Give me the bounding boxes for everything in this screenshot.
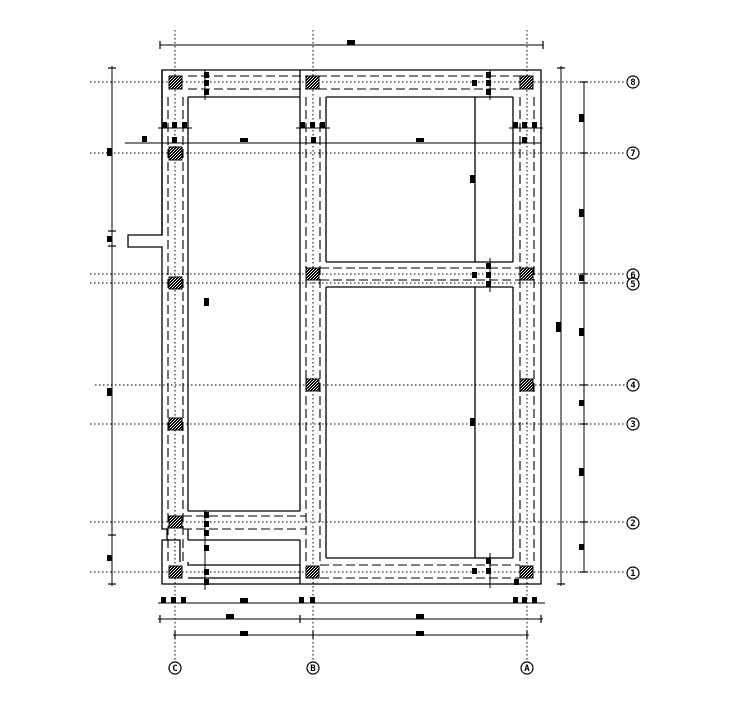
interior-dimension-labels xyxy=(204,72,519,585)
strip-footing-c xyxy=(167,97,189,562)
dimension-right-chain xyxy=(579,81,588,573)
strip-footing-row-2 xyxy=(167,510,306,562)
svg-text:5: 5 xyxy=(630,280,635,290)
svg-text:A: A xyxy=(524,664,530,674)
svg-text:4: 4 xyxy=(630,381,636,391)
dimension-top-overall xyxy=(159,40,544,49)
axis-bubble-a: A xyxy=(520,661,534,675)
dimension-right-overall xyxy=(556,66,565,586)
strip-footing-row-6 xyxy=(320,261,520,288)
axis-bubble-3: 3 xyxy=(626,417,640,431)
axis-bubble-c: C xyxy=(168,661,182,675)
strip-footing-row-1 xyxy=(187,557,520,584)
axis-bubble-b: B xyxy=(306,661,320,675)
svg-text:7: 7 xyxy=(630,149,635,159)
dimension-left-vertical xyxy=(107,66,116,586)
dimension-row-7-interior xyxy=(125,122,543,144)
strip-footing-a xyxy=(474,97,535,562)
svg-text:6: 6 xyxy=(630,271,635,281)
svg-text:1: 1 xyxy=(630,569,635,579)
axis-bubble-8: 8 xyxy=(626,75,640,89)
interior-dimension-lines xyxy=(204,70,491,590)
svg-text:3: 3 xyxy=(630,420,635,430)
dimension-bottom-chain-3 xyxy=(173,631,529,639)
axis-bubble-4: 4 xyxy=(626,378,640,392)
axis-bubble-1: 1 xyxy=(626,566,640,580)
svg-text:B: B xyxy=(310,664,316,674)
strip-footing-row-8 xyxy=(188,75,520,98)
axis-bubbles-rows: 8 7 6 5 4 3 2 1 xyxy=(626,75,640,580)
outer-footing-outline xyxy=(127,69,542,585)
axis-bubble-2: 2 xyxy=(626,516,640,530)
axis-bubble-7: 7 xyxy=(626,146,640,160)
svg-text:C: C xyxy=(172,664,177,674)
svg-text:2: 2 xyxy=(630,519,635,529)
axis-bubble-5: 5 xyxy=(626,277,640,291)
dimension-bottom-chain-2 xyxy=(158,614,543,623)
axis-bubbles-columns: C B A xyxy=(168,661,534,675)
column-pads xyxy=(168,75,534,579)
dimension-bottom-chain-1 xyxy=(158,597,545,604)
svg-text:8: 8 xyxy=(630,78,635,88)
